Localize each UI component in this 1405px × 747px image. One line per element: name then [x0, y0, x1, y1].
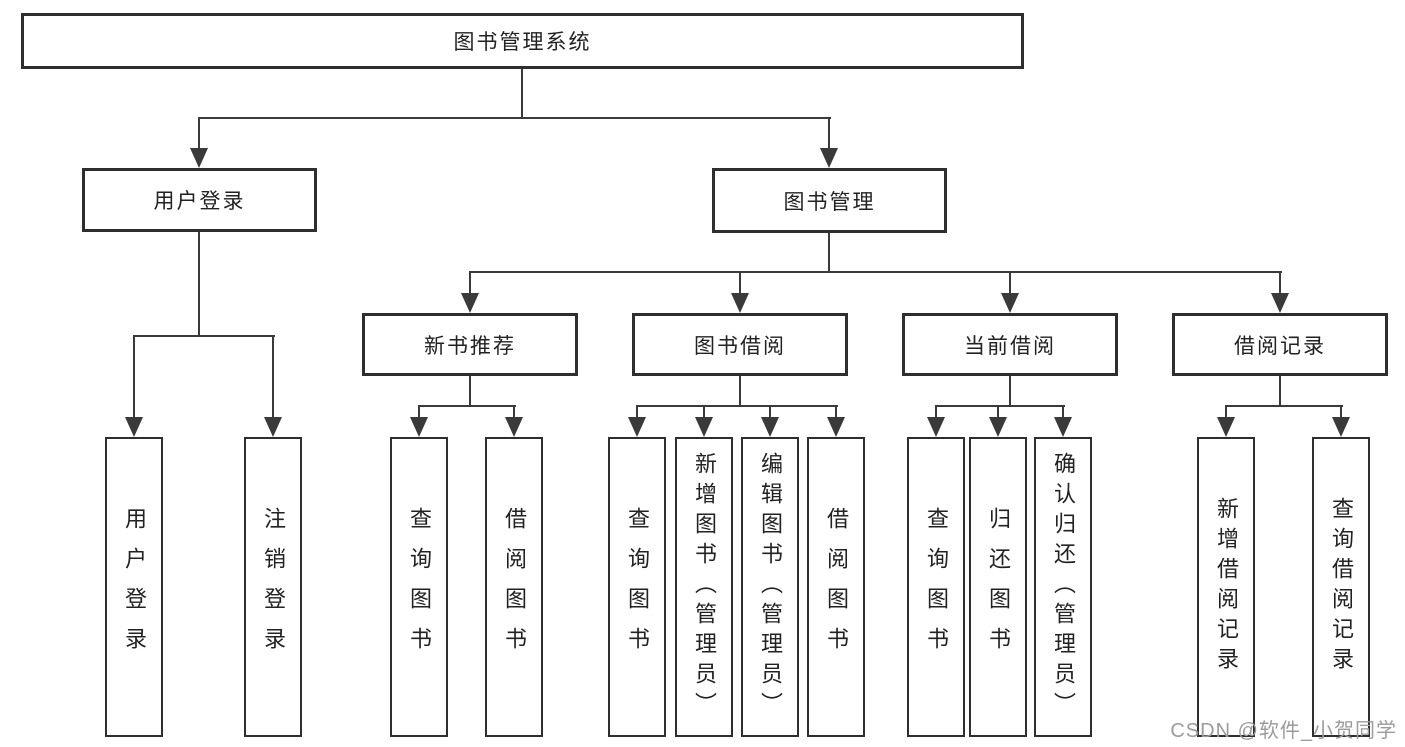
node-book-management: 图书管理	[712, 168, 947, 233]
leaf-label: 编辑图书（管理员）	[758, 452, 783, 722]
node-label: 当前借阅	[964, 334, 1056, 358]
node-book-borrowing: 图书借阅	[632, 313, 848, 376]
connector-line	[739, 271, 741, 295]
arrowhead-down	[1271, 293, 1289, 313]
connector-line	[469, 376, 471, 407]
leaf-label: 新增图书（管理员）	[692, 452, 717, 722]
connector-line	[418, 405, 420, 419]
arrowhead-down	[461, 293, 479, 313]
leaf-query-books-current: 查询图书	[907, 437, 965, 737]
watermark: CSDN @软件_小贺同学	[1170, 720, 1397, 742]
arrowhead-down	[505, 417, 523, 437]
connector-line	[703, 405, 705, 419]
arrowhead-down	[761, 417, 779, 437]
connector-line	[198, 232, 200, 337]
leaf-label: 查询图书	[625, 507, 650, 667]
connector-line	[521, 69, 523, 119]
connector-line	[198, 117, 831, 119]
arrowhead-down	[125, 417, 143, 437]
connector-line	[769, 405, 771, 419]
connector-line	[469, 271, 1282, 273]
arrowhead-down	[1001, 293, 1019, 313]
connector-line	[997, 405, 999, 419]
leaf-add-borrow-record: 新增借阅记录	[1197, 437, 1255, 737]
leaf-confirm-return-admin: 确认归还（管理员）	[1034, 437, 1092, 737]
node-current-borrowing: 当前借阅	[902, 313, 1118, 376]
leaf-label: 新增借阅记录	[1214, 497, 1239, 677]
connector-line	[835, 405, 837, 419]
connector-line	[1279, 376, 1281, 407]
connector-line	[133, 335, 135, 419]
leaf-label: 借阅图书	[824, 507, 849, 667]
arrowhead-down	[989, 417, 1007, 437]
leaf-label: 用户登录	[122, 507, 147, 667]
leaf-label: 注销登录	[261, 507, 286, 667]
leaf-user-login: 用户登录	[105, 437, 163, 737]
connector-line	[1225, 405, 1343, 407]
connector-line	[935, 405, 1065, 407]
connector-line	[198, 117, 200, 150]
leaf-return-books: 归还图书	[969, 437, 1027, 737]
arrowhead-down	[731, 293, 749, 313]
node-label: 用户登录	[153, 190, 246, 213]
node-label: 图书管理系统	[453, 31, 592, 54]
leaf-query-books-borrow: 查询图书	[608, 437, 666, 737]
node-borrowing-records: 借阅记录	[1172, 313, 1388, 376]
connector-line	[418, 405, 516, 407]
leaf-label: 归还图书	[986, 507, 1011, 667]
node-new-book-recommend: 新书推荐	[362, 313, 578, 376]
leaf-borrow-books-borrow: 借阅图书	[807, 437, 865, 737]
leaf-label: 借阅图书	[502, 507, 527, 667]
connector-line	[469, 271, 471, 295]
leaf-label: 查询图书	[407, 507, 432, 667]
leaf-label: 查询借阅记录	[1329, 497, 1354, 677]
leaf-add-books-admin: 新增图书（管理员）	[675, 437, 733, 737]
leaf-label: 查询图书	[924, 507, 949, 667]
connector-line	[636, 405, 838, 407]
node-book-management-system: 图书管理系统	[21, 13, 1024, 69]
connector-line	[1225, 405, 1227, 419]
connector-line	[1062, 405, 1064, 419]
leaf-edit-books-admin: 编辑图书（管理员）	[741, 437, 799, 737]
connector-line	[1009, 271, 1011, 295]
connector-line	[1009, 376, 1011, 407]
leaf-borrow-books-recommend: 借阅图书	[485, 437, 543, 737]
node-label: 借阅记录	[1234, 334, 1326, 358]
connector-line	[272, 335, 274, 419]
connector-line	[935, 405, 937, 419]
arrowhead-down	[1217, 417, 1235, 437]
leaf-query-books-recommend: 查询图书	[390, 437, 448, 737]
arrowhead-down	[1332, 417, 1350, 437]
connector-line	[828, 117, 830, 150]
arrowhead-down	[820, 148, 838, 168]
node-label: 图书借阅	[694, 334, 786, 358]
leaf-label: 确认归还（管理员）	[1051, 452, 1076, 722]
connector-line	[828, 233, 830, 273]
node-user-login: 用户登录	[82, 168, 317, 232]
node-label: 新书推荐	[424, 334, 516, 358]
connector-line	[636, 405, 638, 419]
arrowhead-down	[410, 417, 428, 437]
connector-line	[133, 335, 275, 337]
arrowhead-down	[927, 417, 945, 437]
connector-line	[1340, 405, 1342, 419]
connector-line	[513, 405, 515, 419]
connector-line	[1279, 271, 1281, 295]
arrowhead-down	[264, 417, 282, 437]
connector-line	[739, 376, 741, 407]
arrowhead-down	[1054, 417, 1072, 437]
arrowhead-down	[628, 417, 646, 437]
leaf-logout: 注销登录	[244, 437, 302, 737]
arrowhead-down	[190, 148, 208, 168]
leaf-query-borrow-record: 查询借阅记录	[1312, 437, 1370, 737]
arrowhead-down	[695, 417, 713, 437]
node-label: 图书管理	[783, 190, 876, 214]
arrowhead-down	[827, 417, 845, 437]
